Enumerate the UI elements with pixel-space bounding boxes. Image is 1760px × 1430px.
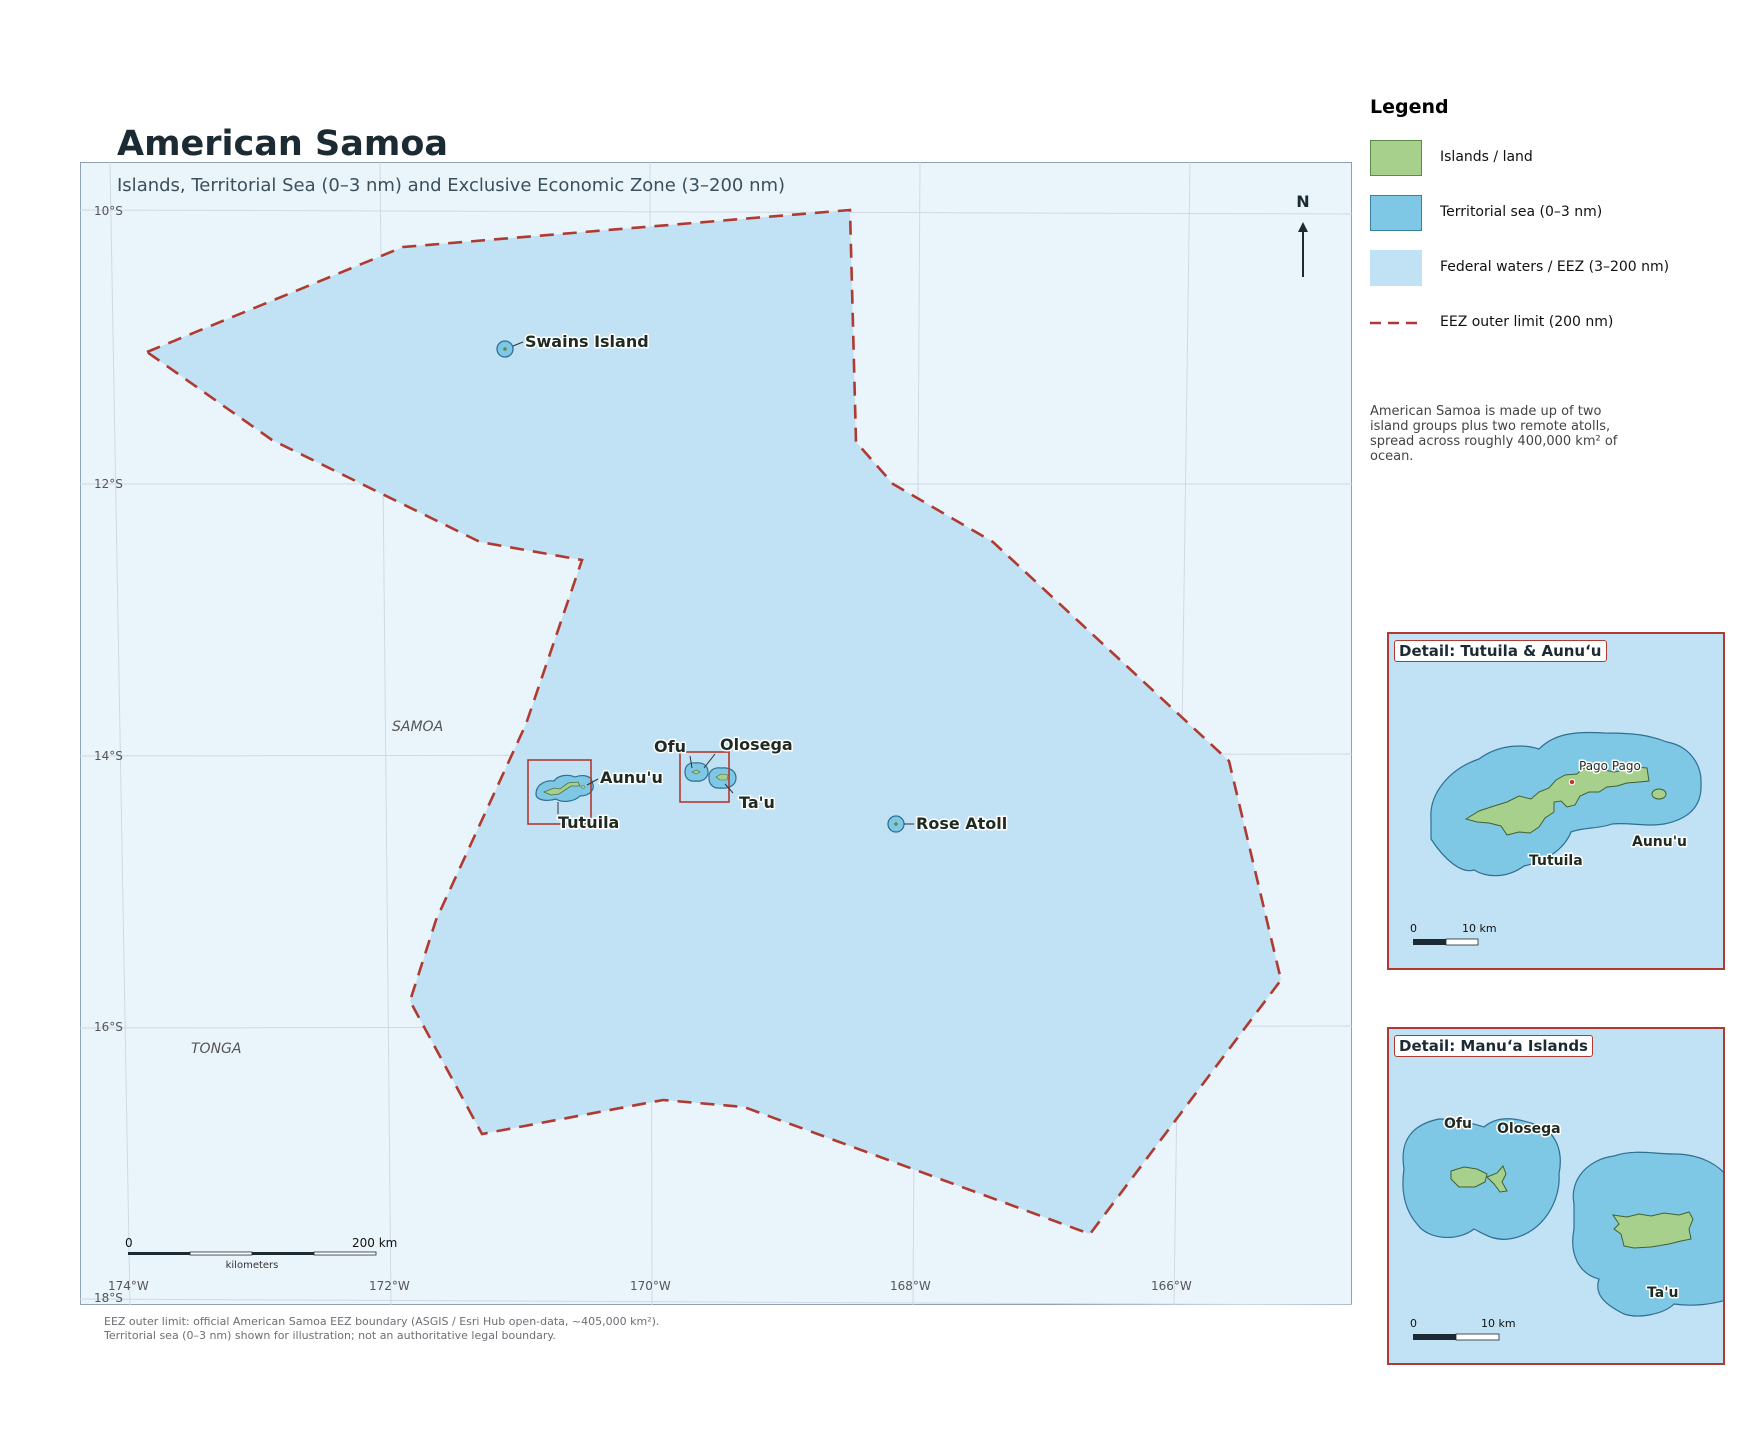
- rose-atoll-marker[interactable]: [887, 815, 914, 833]
- lat-tick-12s: 12°S: [94, 477, 123, 491]
- scale-bar-start: 0: [125, 1236, 133, 1250]
- tau-island-shape: [1611, 1211, 1694, 1249]
- lon-tick-174w: 174°W: [108, 1279, 149, 1293]
- eez-outer-limit-line: [144, 208, 1283, 1236]
- inset-manua-title: Detail: Manuʻa Islands: [1394, 1035, 1593, 1057]
- meridian-174w: [109, 162, 131, 1305]
- ofu-island-shape: [1450, 1166, 1488, 1188]
- footnote-line-2: Territorial sea (0–3 nm) shown for illus…: [104, 1329, 556, 1342]
- inset-tutuila-title: Detail: Tutuila & Aunuʻu: [1394, 640, 1607, 662]
- tau-label: Ta'u: [739, 793, 775, 812]
- legend-label-land: Islands / land: [1440, 149, 1533, 165]
- main-map[interactable]: Swains Island Aunu'u Tutuila Ofu Olosega…: [80, 162, 1352, 1305]
- pago-pago-label: Pago Pago: [1579, 759, 1641, 773]
- eez-line-swatch: [1370, 305, 1422, 341]
- north-arrow: N: [1296, 192, 1310, 277]
- legend-item-eez-line: EEZ outer limit (200 nm): [1370, 305, 1750, 341]
- eez-swatch: [1370, 250, 1422, 286]
- map-subtitle: Islands, Territorial Sea (0–3 nm) and Ex…: [117, 175, 786, 196]
- source-footnote: EEZ outer limit: official American Samoa…: [104, 1315, 659, 1343]
- swains-island-marker[interactable]: [496, 340, 524, 358]
- scale-bar-end: 200 km: [352, 1236, 397, 1250]
- land-swatch: [1370, 140, 1422, 176]
- samoa-region-label: SAMOA: [392, 719, 443, 735]
- inset-tutuila-scale-end: 10 km: [1462, 922, 1497, 935]
- parallel-18s: [80, 1298, 1352, 1305]
- tutuila-label: Tutuila: [558, 813, 619, 832]
- territorial-sea-swatch: [1370, 195, 1422, 231]
- aunuu-label: Aunu'u: [600, 768, 663, 787]
- inset-tutuila-scale-start: 0: [1410, 922, 1417, 935]
- olosega-label: Olosega: [720, 735, 793, 754]
- legend-label-territorial-sea: Territorial sea (0–3 nm): [1440, 204, 1603, 220]
- lon-tick-172w: 172°W: [369, 1279, 410, 1293]
- lat-tick-10s: 10°S: [94, 204, 123, 218]
- tonga-region-label: TONGA: [191, 1041, 241, 1057]
- olosega-island-shape: [1486, 1165, 1508, 1193]
- inset-aunuu-label: Aunu'u: [1632, 834, 1687, 850]
- legend-note: American Samoa is made up of two island …: [1370, 404, 1618, 464]
- lat-tick-16s: 16°S: [94, 1020, 123, 1034]
- tutuila-island-shape: [1464, 766, 1650, 836]
- inset-olosega-label: Olosega: [1497, 1121, 1561, 1137]
- inset-ofu-label: Ofu: [1444, 1116, 1472, 1132]
- scale-bar: 0 200 km kilometers: [125, 1236, 397, 1271]
- inset-tutuila-label: Tutuila: [1529, 853, 1583, 869]
- swains-island-label: Swains Island: [525, 332, 649, 351]
- inset-manua-scale-start: 0: [1410, 1317, 1417, 1330]
- ofu-label: Ofu: [654, 737, 686, 756]
- eez-area[interactable]: [147, 210, 1281, 1234]
- manua-detail-box[interactable]: [679, 751, 730, 803]
- legend: Legend Islands / land Territorial sea (0…: [1370, 96, 1750, 360]
- lat-tick-14s: 14°S: [94, 749, 123, 763]
- parallel-10s: [80, 209, 1352, 215]
- lon-tick-166w: 166°W: [1151, 1279, 1192, 1293]
- inset-manua-scale-end: 10 km: [1481, 1317, 1516, 1330]
- rose-atoll-label: Rose Atoll: [916, 814, 1007, 833]
- scale-bar-unit: kilometers: [226, 1260, 279, 1271]
- pago-pago-marker: [1568, 778, 1576, 786]
- legend-label-eez-line: EEZ outer limit (200 nm): [1440, 314, 1614, 330]
- dashed-line-icon: [1370, 321, 1422, 325]
- lon-tick-170w: 170°W: [630, 1279, 671, 1293]
- map-title: American Samoa: [117, 124, 448, 164]
- inset-manua-map: Ofu Olosega Ta'u 0 10 km: [1402, 1115, 1723, 1341]
- north-arrow-label: N: [1296, 192, 1309, 211]
- inset-tutuila-map: Pago Pago Tutuila Aunu'u 0 10 km: [1410, 731, 1702, 946]
- legend-item-territorial-sea: Territorial sea (0–3 nm): [1370, 195, 1750, 231]
- legend-item-eez: Federal waters / EEZ (3–200 nm): [1370, 250, 1750, 286]
- tutuila-territorial-sea[interactable]: [535, 774, 594, 802]
- legend-title: Legend: [1370, 96, 1449, 118]
- tick-labels: 10°S 12°S 14°S 16°S 18°S 174°W 172°W 170…: [94, 204, 1192, 1305]
- inset-tutuila[interactable]: Detail: Tutuila & Aunuʻu Pago Pago Tutui…: [1387, 632, 1725, 970]
- lon-tick-168w: 168°W: [890, 1279, 931, 1293]
- aunuu-island-shape: [1651, 788, 1667, 800]
- tutuila-detail-box[interactable]: [527, 759, 592, 825]
- inset-tau-label: Ta'u: [1647, 1285, 1678, 1301]
- legend-item-land: Islands / land: [1370, 140, 1750, 176]
- footnote-line-1: EEZ outer limit: official American Samoa…: [104, 1315, 660, 1328]
- lat-tick-18s: 18°S: [94, 1291, 123, 1305]
- legend-label-eez: Federal waters / EEZ (3–200 nm): [1440, 259, 1670, 275]
- inset-manua[interactable]: Detail: Manuʻa Islands Ofu Olosega Ta'u …: [1387, 1027, 1725, 1365]
